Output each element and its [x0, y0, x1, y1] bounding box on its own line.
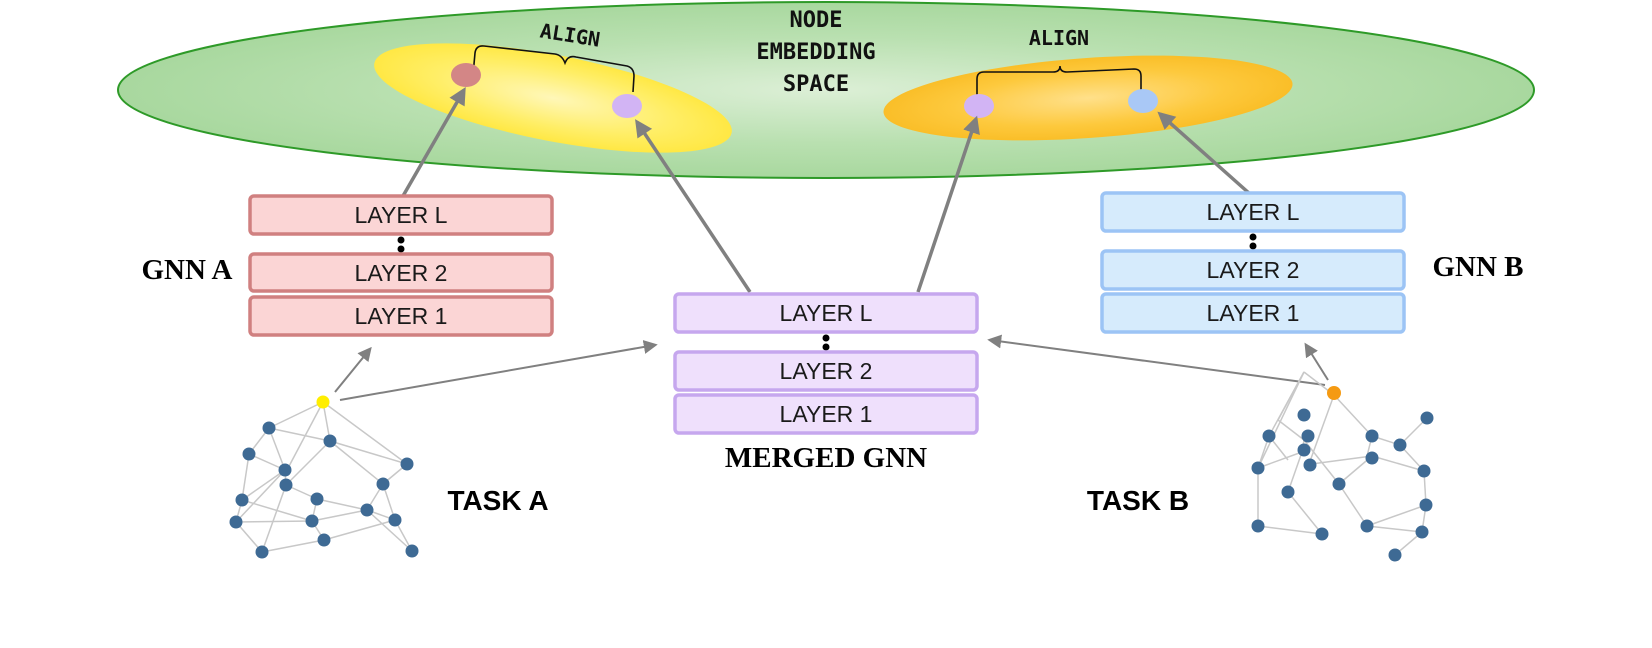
- arrow-task-a-to-merged: [339, 340, 658, 401]
- task-a-nodes: [229, 421, 419, 559]
- embedding-node-merged-b: [964, 94, 994, 118]
- gnn-b-label: GNN B: [1432, 251, 1523, 283]
- merged-layer-l-label: LAYER L: [780, 300, 873, 326]
- embedding-title-line-1: NODE: [790, 8, 843, 33]
- gnn-b-layer-1-label: LAYER 1: [1207, 300, 1300, 326]
- align-label-right: ALIGN: [1029, 26, 1089, 50]
- task-b-graph: [1251, 371, 1434, 562]
- embedding-node-merged-a: [612, 94, 642, 118]
- gnn-b-layer-2: [1100, 249, 1406, 291]
- input-arrows: [334, 334, 1329, 401]
- task-a-edges: [235, 401, 413, 553]
- node-embedding-space: NODE EMBEDDING SPACE ALIGN ALIGN: [117, 1, 1535, 179]
- gnn-a-label: GNN A: [141, 254, 232, 286]
- gnn-b-layer-1: [1100, 292, 1406, 334]
- arrow-merged-to-embedding-b: [916, 115, 980, 293]
- gnn-a-stack: LAYER L LAYER 2 LAYER 1: [248, 194, 554, 337]
- task-b-nodes: [1251, 408, 1434, 562]
- gnn-b-ellipsis-dot-2: [1249, 242, 1257, 250]
- gnn-b-ellipsis-dot-1: [1249, 233, 1257, 241]
- task-a-graph: [229, 395, 419, 559]
- arrow-gnn-b-to-embedding: [1157, 111, 1252, 196]
- align-brace-right: [976, 65, 1142, 96]
- gnn-b-layer-2-label: LAYER 2: [1207, 257, 1300, 283]
- align-brace-left: [472, 45, 635, 93]
- merged-gnn-stack: LAYER L LAYER 2 LAYER 1: [673, 292, 979, 435]
- gnn-a-layer-2: [248, 252, 554, 293]
- arrow-task-a-to-gnn-a: [334, 346, 372, 393]
- task-b-edges: [1257, 371, 1428, 556]
- gnn-a-layer-l: [248, 194, 554, 236]
- gnn-a-layer-1-label: LAYER 1: [355, 303, 448, 329]
- arrow-gnn-a-to-embedding: [401, 86, 466, 197]
- embedding-title-line-3: SPACE: [783, 72, 849, 97]
- task-a-label: TASK A: [447, 485, 548, 516]
- embedding-node-a: [451, 63, 481, 87]
- arrow-merged-to-embedding-a: [635, 119, 752, 293]
- cluster-b-ellipse: [883, 55, 1293, 141]
- merged-gnn-label: MERGED GNN: [725, 442, 927, 474]
- gnn-b-layer-l-label: LAYER L: [1207, 199, 1300, 225]
- arrow-task-b-to-gnn-b: [1304, 342, 1329, 381]
- arrow-task-b-to-merged: [987, 334, 1326, 386]
- task-b-source-node: [1327, 386, 1341, 400]
- gnn-a-ellipsis-dot-1: [397, 236, 405, 244]
- merged-layer-2: [673, 350, 979, 392]
- merged-layer-1: [673, 393, 979, 435]
- gnn-a-layer-l-label: LAYER L: [355, 202, 448, 228]
- task-a-source-node: [316, 395, 330, 409]
- merged-layer-1-label: LAYER 1: [780, 401, 873, 427]
- gnn-b-layer-l: [1100, 191, 1406, 233]
- gnn-a-ellipsis-dot-2: [397, 245, 405, 253]
- task-b-label: TASK B: [1087, 485, 1189, 516]
- embedding-node-b: [1128, 89, 1158, 113]
- gnn-a-layer-1: [248, 295, 554, 337]
- embedding-arrows: [401, 86, 1252, 293]
- gnn-b-stack: LAYER L LAYER 2 LAYER 1: [1100, 191, 1406, 334]
- merged-layer-l: [673, 292, 979, 334]
- embedding-title-line-2: EMBEDDING: [756, 40, 875, 65]
- gnn-a-layer-2-label: LAYER 2: [355, 260, 448, 286]
- merged-layer-2-label: LAYER 2: [780, 358, 873, 384]
- merged-ellipsis-dot-2: [822, 343, 830, 351]
- merged-ellipsis-dot-1: [822, 334, 830, 342]
